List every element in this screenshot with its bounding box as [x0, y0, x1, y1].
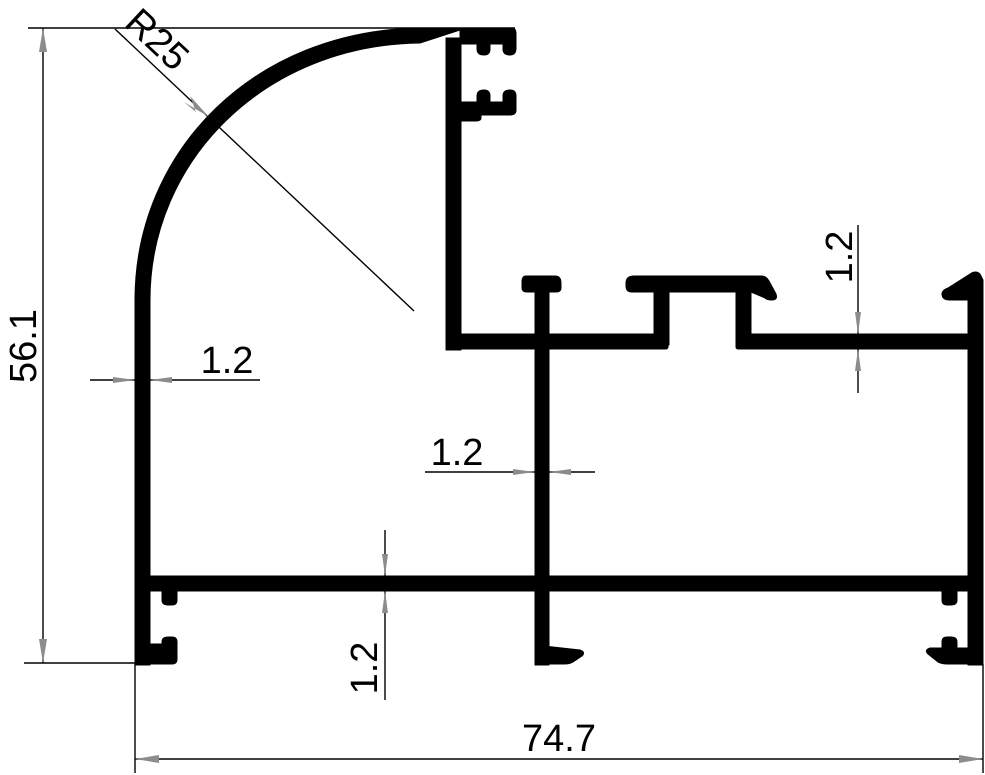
radius-dimension-label: R25: [117, 1, 197, 79]
extrusion-profile: [134, 27, 984, 666]
dimension-bottom-flange: 1.2: [344, 530, 388, 700]
right-wall: [967, 294, 984, 666]
top-right-dim-label: 1.2: [819, 231, 861, 284]
center-web-arrow-right: [549, 469, 571, 475]
bottom-flange-dim-label: 1.2: [344, 642, 386, 695]
center-foot: [534, 644, 585, 665]
radius-arrow: [184, 96, 209, 117]
dimension-center-web: 1.2: [425, 432, 595, 475]
t-stub: [521, 275, 562, 341]
dimension-left-wall: 1.2: [90, 340, 260, 383]
height-dimension-label: 56.1: [3, 309, 45, 383]
bottom-flange-arrow-top: [382, 554, 388, 576]
width-arrow-left: [135, 755, 159, 763]
left-wall-dim-label: 1.2: [201, 340, 254, 382]
left-wall-arrow-inner: [150, 377, 172, 383]
height-arrow-top: [39, 28, 47, 52]
dimension-top-right-flange: 1.2: [819, 225, 861, 393]
left-bottom-clip: [134, 590, 178, 665]
width-dimension-label: 74.7: [522, 718, 596, 760]
raised-channel: [625, 275, 777, 346]
bottom-flange-arrow-bottom: [382, 591, 388, 613]
middle-flange-right: [735, 333, 977, 350]
dimension-width: 74.7: [134, 664, 984, 773]
center-web-arrow-left: [513, 469, 535, 475]
upper-clip: [460, 89, 517, 122]
center-vertical-web: [534, 339, 550, 666]
upper-vertical-web: [445, 37, 462, 351]
radius-leader-line: [114, 28, 415, 312]
top-right-arrow-bottom: [855, 349, 861, 371]
height-arrow-bottom: [39, 639, 47, 663]
left-wall-arrow-outer: [113, 377, 135, 383]
right-bottom-clip: [925, 590, 984, 665]
corner-arc-wall: [134, 27, 517, 381]
width-arrow-right: [959, 755, 983, 763]
center-web-dim-label: 1.2: [431, 432, 484, 474]
left-wall: [134, 294, 151, 666]
right-top-lip: [941, 271, 984, 301]
middle-flange-left: [445, 333, 669, 350]
top-right-arrow-top: [855, 312, 861, 334]
bottom-flange: [134, 575, 984, 592]
dimension-height: 56.1: [3, 27, 515, 664]
